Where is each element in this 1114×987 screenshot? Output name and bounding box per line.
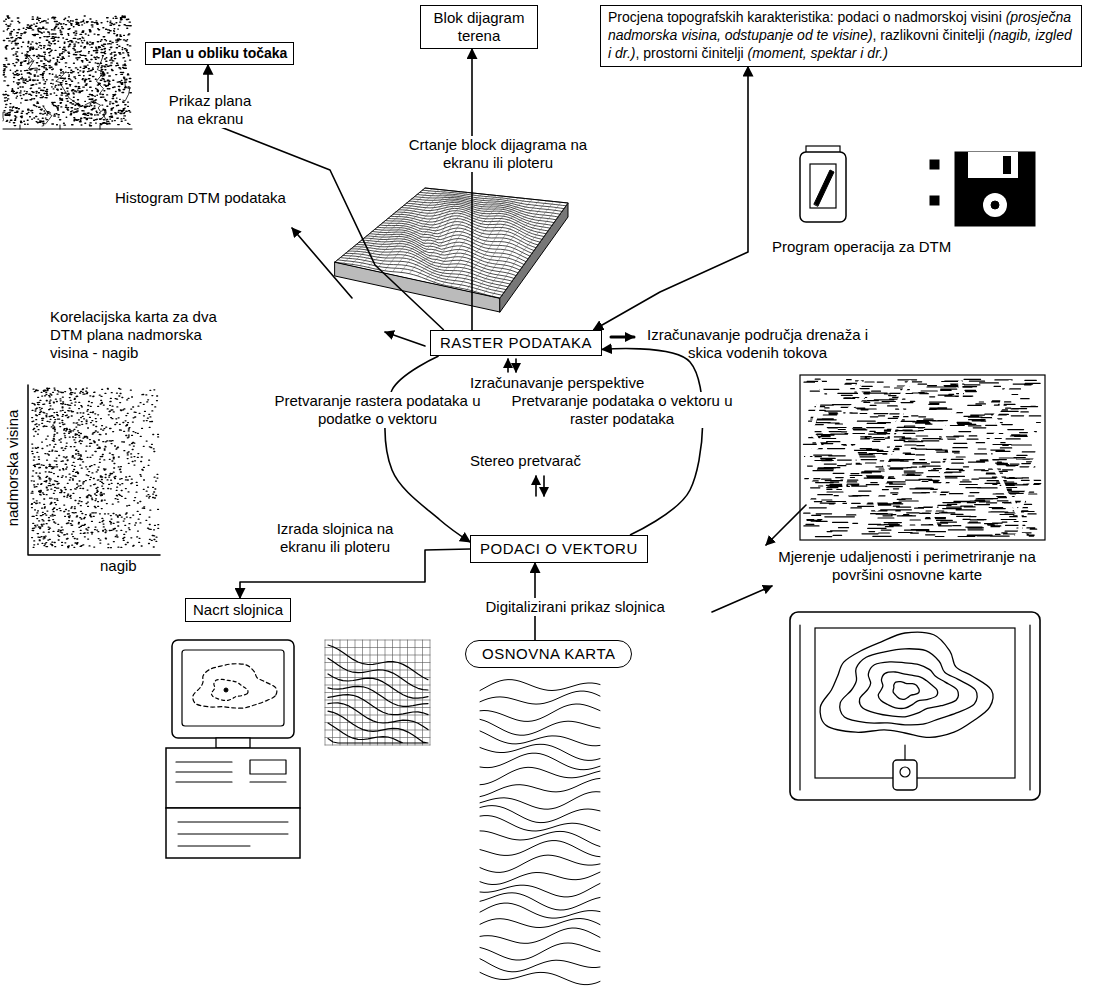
text-run: , razlikovni činitelji	[873, 27, 989, 43]
digitizer-contour	[840, 649, 977, 725]
connector-arrow	[385, 356, 470, 542]
drainage-texture	[803, 379, 1040, 536]
screen-contour	[193, 664, 277, 708]
box-text: PODACI O VEKTORU	[480, 540, 638, 558]
connector-label: Pretvaranje rastera podataka u podatke o…	[268, 392, 487, 428]
scatter-dots	[31, 388, 159, 548]
disk-shutter	[968, 152, 1018, 178]
output-label: Korelacijska karta za dva DTM plana nadm…	[50, 308, 226, 362]
digitizer-contour	[859, 662, 958, 717]
illustrations	[3, 16, 1045, 985]
puck-cable	[904, 745, 905, 760]
arrow-to-histogram	[292, 228, 352, 298]
topographic-contours	[480, 680, 600, 985]
arrow-from-drainage	[766, 505, 806, 545]
grid-contours	[328, 645, 428, 743]
connector-label: Pretvaranje podataka o vektoru u raster …	[505, 392, 739, 428]
disk-hole	[991, 201, 999, 209]
digitizer-contour	[878, 672, 937, 709]
evaluation-box: Procjena topografskih karakteristika: po…	[600, 5, 1082, 67]
digitizer-puck	[893, 760, 917, 790]
digitizer-contour	[893, 682, 919, 700]
computer-base	[166, 808, 300, 858]
floppy-disk	[955, 152, 1035, 226]
operation-label: Izračunavanje perspektive	[470, 374, 644, 392]
plan-box: Plan u obliku točaka	[145, 42, 294, 65]
digitizer-area	[815, 628, 1015, 778]
double-arrow-up	[507, 359, 509, 372]
box-text: Nacrt slojnica	[193, 601, 283, 619]
connector-label: Digitalizirani prikaz slojnica	[484, 598, 667, 616]
box-text: Blok dijagram terena	[425, 9, 533, 45]
arrow-to-correlation-map	[385, 332, 425, 346]
operation-label: Stereo pretvarač	[470, 452, 581, 470]
digitizer-contour	[820, 632, 993, 737]
contour-plan-box: Nacrt slojnica	[185, 598, 291, 622]
small-square	[930, 196, 939, 205]
drainage-map	[800, 375, 1045, 540]
connector-label: Crtanje block dijagrama na ekranu ili pl…	[385, 136, 611, 172]
unit-details	[176, 760, 286, 782]
dot-plan	[3, 16, 131, 126]
double-arrow-down	[543, 476, 545, 496]
double-arrow-up	[535, 476, 537, 496]
switch-icon	[800, 152, 846, 222]
disk-hub	[983, 193, 1007, 217]
monitor-neck	[216, 738, 250, 748]
base-map-box: OSNOVNA KARTA	[465, 640, 632, 668]
switch-slot	[810, 164, 836, 208]
puck-lens	[900, 767, 910, 777]
computer-unit	[166, 748, 300, 808]
monitor-screen	[182, 650, 284, 726]
connector-arrow	[471, 49, 473, 330]
text-run: , prostorni činitelji	[635, 45, 747, 61]
digitizer-rails	[800, 625, 1030, 790]
vector-box: PODACI O VEKTORU	[470, 535, 648, 563]
output-label: Izračunavanje područja drenaža i skica v…	[640, 326, 875, 362]
screen-contour	[211, 679, 248, 700]
switch-lever	[814, 170, 834, 206]
dot-plan-scale	[3, 125, 132, 129]
block-top-face	[335, 188, 568, 298]
output-label: Histogram DTM podataka	[115, 189, 286, 207]
block-diagram-box: Blok dijagram terena	[420, 5, 538, 49]
double-arrow-down	[515, 359, 517, 372]
text-run: Procjena topografskih karakteristika: po…	[608, 9, 1006, 25]
axis-label: nadmorska visina	[4, 410, 22, 527]
dot-plan-lines	[3, 47, 130, 126]
arrow-to-measuring	[712, 586, 772, 612]
text-run: (moment, spektar i dr.)	[748, 45, 888, 61]
connector-arrow	[240, 549, 470, 598]
arrow-to-drainage	[611, 336, 634, 339]
grid-lines	[325, 640, 430, 745]
connector-label: Prikaz plana na ekranu	[158, 92, 262, 128]
base-details	[178, 822, 288, 846]
connector-label: Izrada slojnica na ekranu ili ploteru	[258, 520, 412, 556]
box-text: RASTER PODATAKA	[440, 334, 592, 352]
monitor	[172, 640, 294, 738]
digitizer-tablet	[790, 612, 1040, 800]
disk-window	[1003, 156, 1011, 174]
terrain-lines	[335, 188, 568, 298]
scatter-axes	[28, 385, 160, 555]
connector-arrow	[593, 67, 748, 330]
small-square	[930, 160, 939, 169]
output-label: Mjerenje udaljenosti i perimetriranje na…	[772, 548, 1042, 584]
raster-box: RASTER PODATAKA	[430, 330, 602, 356]
drainage-streams	[805, 382, 1038, 535]
connector-label: Program operacija za DTM	[770, 238, 953, 256]
screen-point	[224, 688, 228, 692]
box-text: OSNOVNA KARTA	[482, 645, 615, 663]
terrain-mesh	[335, 188, 568, 298]
box-text: Procjena topografskih karakteristika: po…	[608, 9, 1074, 63]
box-text: Plan u obliku točaka	[152, 45, 287, 62]
axis-label: nagib	[100, 557, 137, 575]
